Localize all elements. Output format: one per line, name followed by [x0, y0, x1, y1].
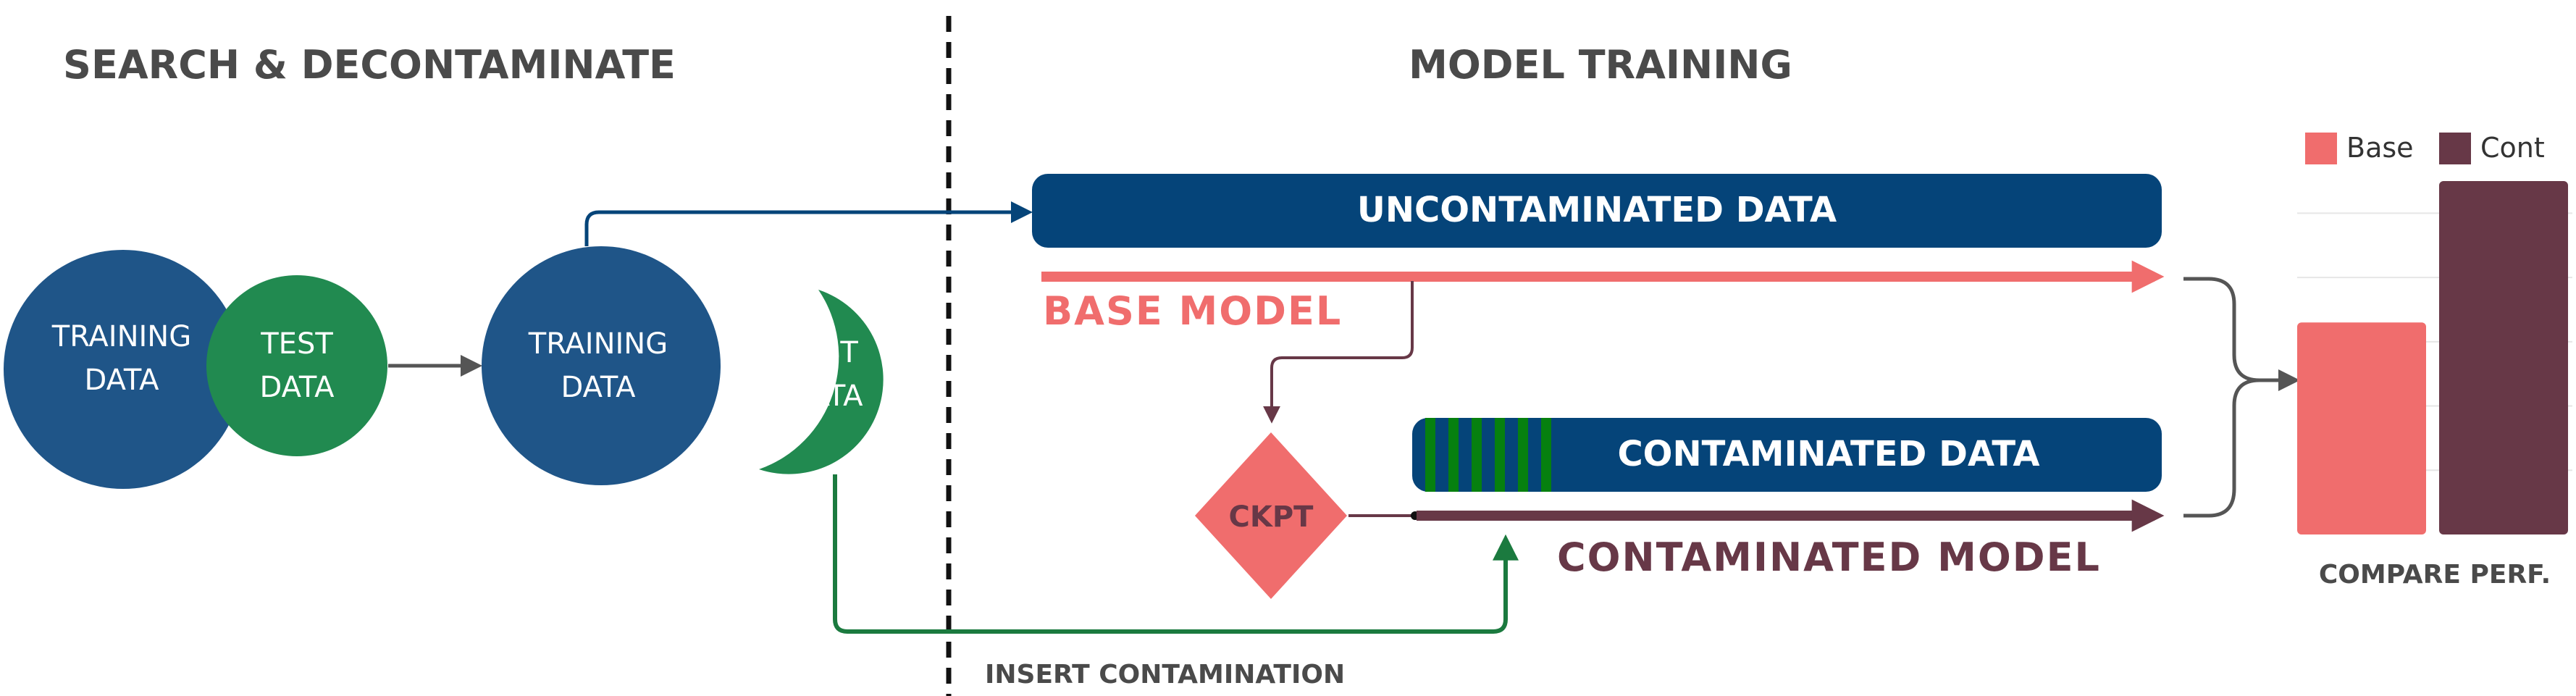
venn-test-label-line2: DATA: [259, 371, 335, 404]
legend-label-cont: Cont: [2480, 132, 2545, 164]
clean-training-label-line2: DATA: [561, 371, 636, 404]
chart-bars: [2297, 181, 2568, 534]
removed-test-label-line2: DATA: [788, 380, 863, 413]
venn-test-label-line1: TEST: [260, 327, 333, 361]
venn-test-circle: [206, 275, 387, 456]
venn-training-label-line2: DATA: [84, 364, 159, 397]
legend-swatch-cont: [2439, 133, 2471, 164]
bracket-merge-icon: [2183, 277, 2296, 518]
checkpoint-label: CKPT: [1229, 500, 1314, 534]
removed-test-label-line1: TEST: [785, 336, 858, 369]
venn-training-circle: [4, 250, 243, 489]
checkpoint-branch-arrow: [1263, 281, 1414, 424]
base-model-label: BASE MODEL: [1043, 288, 1342, 334]
chart-bar-cont: [2439, 181, 2568, 534]
contaminated-data-label: CONTAMINATED DATA: [1617, 434, 2039, 474]
chart-bar-base: [2297, 322, 2426, 534]
section-title-search: SEARCH & DECONTAMINATE: [63, 42, 676, 88]
insert-contamination-arrow: [833, 474, 1519, 634]
clean-training-circle: [482, 246, 721, 485]
uncontaminated-data-label: UNCONTAMINATED DATA: [1357, 190, 1837, 230]
performance-chart: [2297, 181, 2572, 534]
uncontaminated-data-bar: [1032, 174, 2162, 248]
venn-training-label-line1: TRAINING: [51, 320, 191, 353]
insert-contamination-label: INSERT CONTAMINATION: [985, 660, 1345, 689]
arrow-to-uncontaminated: [584, 201, 1033, 246]
removed-test-crescent: [759, 290, 884, 474]
contaminated-model-label: CONTAMINATED MODEL: [1557, 534, 2101, 580]
contamination-stripes: [1425, 418, 1551, 492]
clean-training-label-line1: TRAINING: [528, 327, 668, 361]
legend-swatch-base: [2305, 133, 2337, 164]
legend-label-base: Base: [2346, 132, 2414, 164]
contaminated-data-bar: [1412, 418, 2162, 492]
compare-performance-label: COMPARE PERF.: [2319, 560, 2551, 590]
section-title-training: MODEL TRAINING: [1409, 42, 1792, 88]
checkpoint-diamond: [1195, 432, 1347, 599]
